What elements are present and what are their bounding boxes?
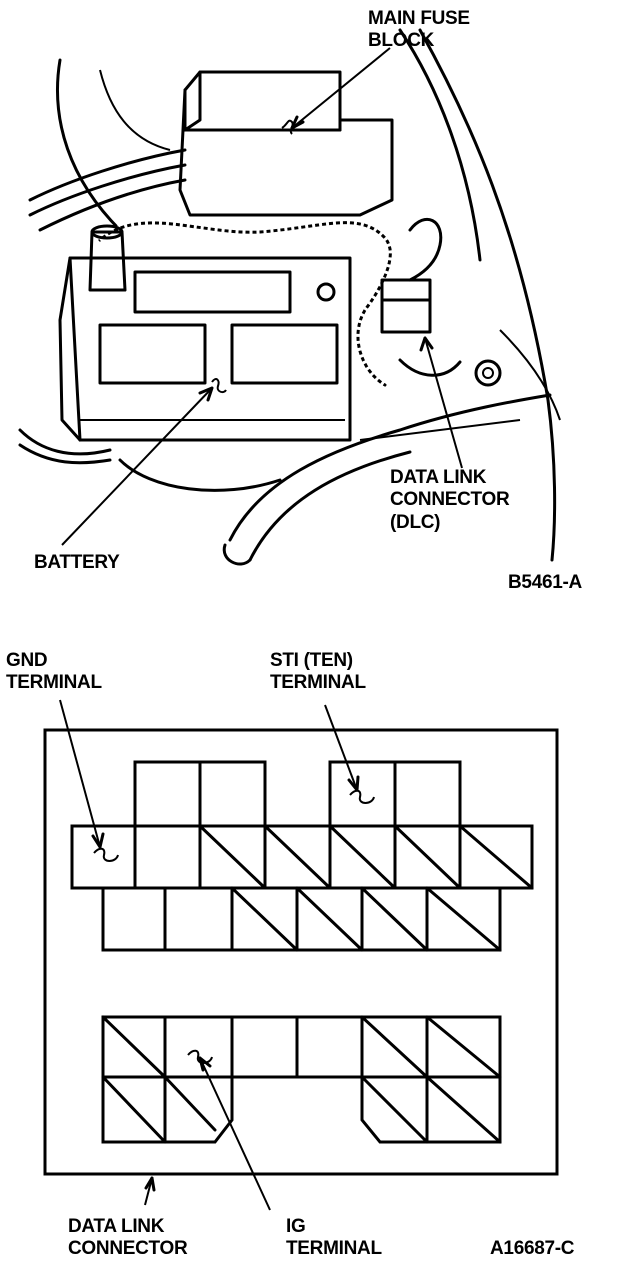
ig-leader bbox=[199, 1057, 271, 1211]
dlc-cell-r3c2 bbox=[163, 886, 234, 952]
main-fuse-label-line2: BLOCK bbox=[368, 30, 435, 51]
battery-leader bbox=[61, 387, 213, 546]
bottom-figure-id: A16687-C bbox=[490, 1238, 575, 1259]
sti-terminal-mark bbox=[349, 789, 375, 804]
gnd-terminal-mark bbox=[93, 847, 119, 862]
dlc-cell-r3c1 bbox=[101, 886, 167, 952]
dlc-leader bbox=[424, 337, 463, 469]
gnd-label-line2: TERMINAL bbox=[6, 672, 102, 693]
dlc-label-line1: DATA LINK bbox=[390, 467, 487, 488]
gnd-leader-arrow bbox=[91, 832, 105, 849]
dlc-cell-r1c3 bbox=[328, 760, 397, 828]
dlc-connector-box bbox=[380, 217, 462, 377]
dlc-cell-r4c4 bbox=[295, 1015, 364, 1079]
sti-label-line2: TERMINAL bbox=[270, 672, 366, 693]
main-fuse-label-line1: MAIN FUSE bbox=[368, 8, 470, 29]
battery-leader-arrow bbox=[198, 386, 214, 402]
dlc-cell-r2c2 bbox=[133, 824, 202, 890]
dlc-leader-arrow bbox=[419, 336, 434, 352]
dlc-cell-r1c4 bbox=[393, 760, 462, 828]
dlc-outer-housing bbox=[43, 728, 559, 1176]
dlc-label-line2: CONNECTOR bbox=[390, 489, 510, 510]
dlc-cell-r1c2 bbox=[198, 760, 267, 828]
dlc-label-line3: (DLC) bbox=[390, 512, 440, 533]
ig-leader-arrow bbox=[198, 1056, 212, 1072]
dlc-cell-r4c3 bbox=[230, 1015, 299, 1079]
main-fuse-leader-arrow bbox=[290, 115, 305, 130]
gnd-label-line1: GND bbox=[6, 650, 47, 671]
dlc-bottom-leader-arrow bbox=[144, 1176, 156, 1192]
ig-label-line1: IG bbox=[286, 1216, 305, 1237]
sti-leader bbox=[324, 704, 358, 791]
ig-label-line2: TERMINAL bbox=[286, 1238, 382, 1259]
dlc-cell-r4c2 bbox=[163, 1015, 234, 1079]
gnd-leader bbox=[59, 699, 101, 848]
dlc-bottom-label-line1: DATA LINK bbox=[68, 1216, 165, 1237]
dlc-cell-r1c1 bbox=[133, 760, 202, 828]
dlc-bottom-label-line2: CONNECTOR bbox=[68, 1238, 188, 1259]
dlc-connector-face bbox=[43, 728, 559, 1176]
engine-compartment-illustration bbox=[18, 28, 561, 566]
battery bbox=[58, 224, 352, 442]
battery-label: BATTERY bbox=[34, 552, 120, 573]
main-fuse-block bbox=[178, 70, 394, 217]
ig-terminal-mark bbox=[187, 1049, 213, 1064]
top-figure-id: B5461-A bbox=[508, 572, 583, 593]
sti-label-line1: STI (TEN) bbox=[270, 650, 353, 671]
sti-leader-arrow bbox=[347, 775, 360, 792]
main-fuse-leader bbox=[291, 47, 391, 129]
